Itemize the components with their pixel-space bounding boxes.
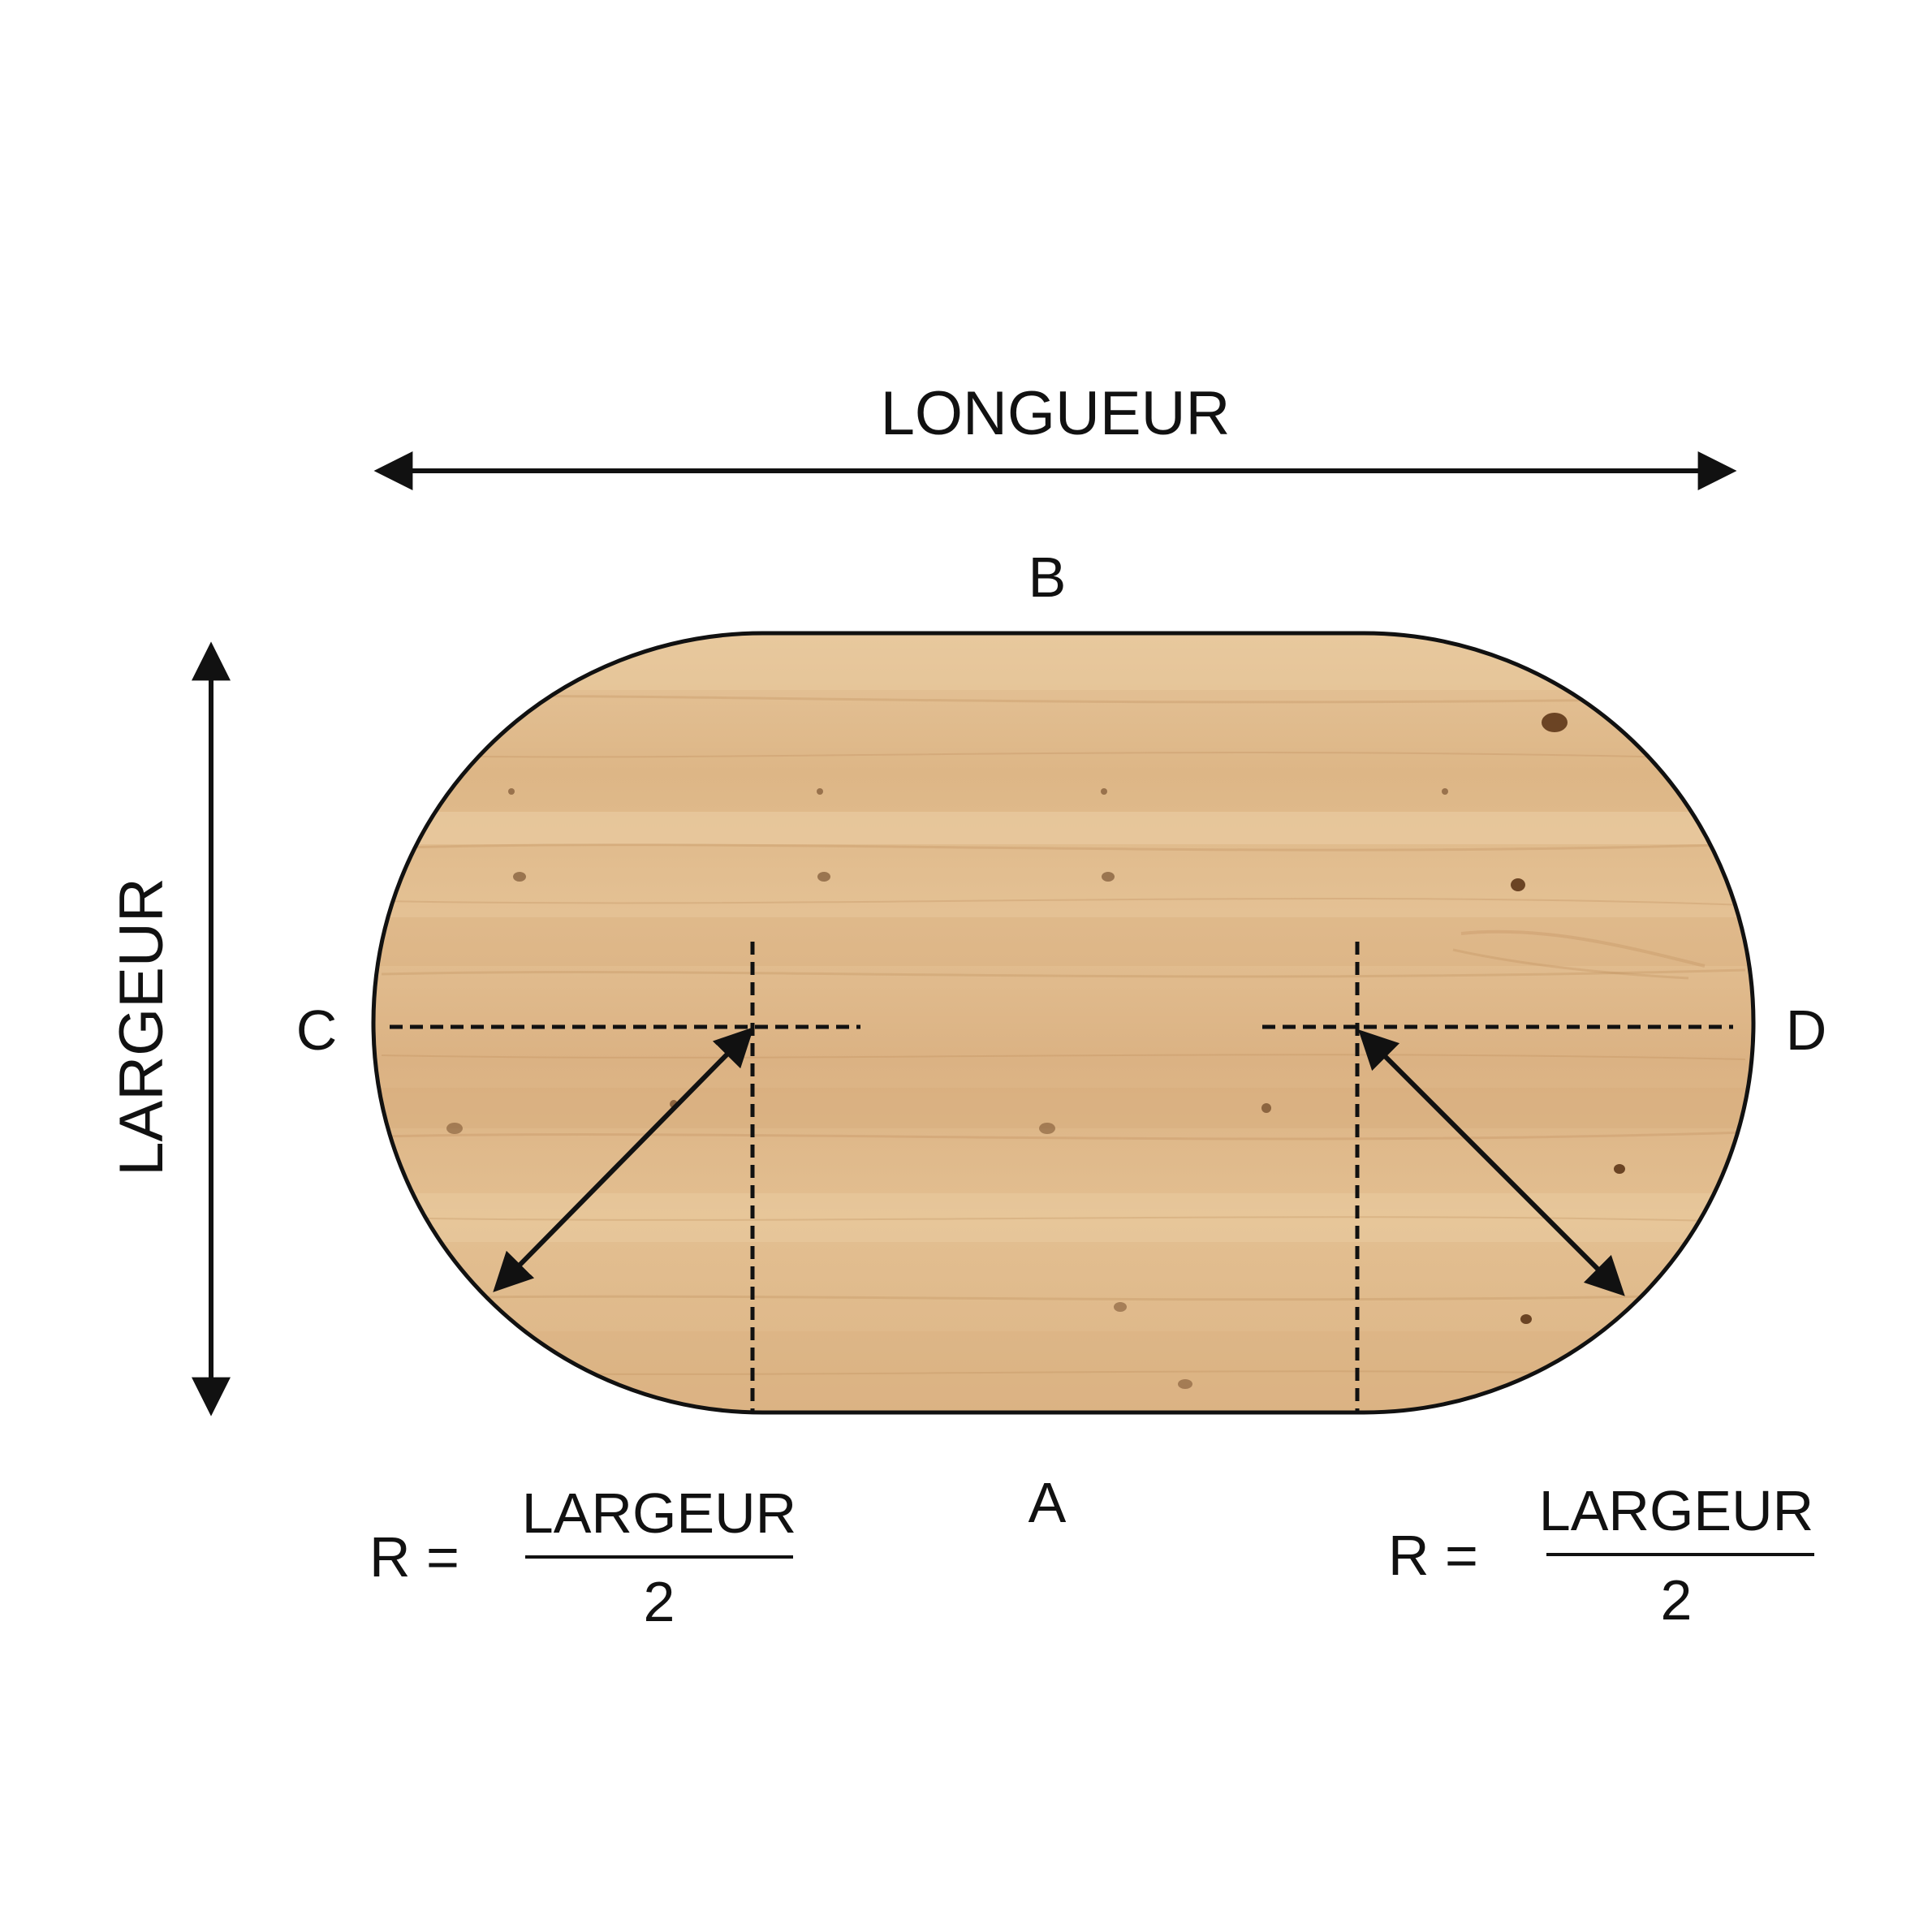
radius-arrow-right	[1358, 1029, 1625, 1296]
side-label-right: D	[1786, 998, 1827, 1062]
formula-numerator: LARGEUR	[1539, 1479, 1813, 1542]
side-label-left: C	[296, 998, 338, 1062]
formula-numerator: LARGEUR	[522, 1481, 796, 1545]
length-label: LONGUEUR	[881, 379, 1231, 448]
formula-lhs: R =	[369, 1525, 459, 1589]
radius-arrow-left	[493, 1027, 754, 1292]
table-top	[371, 631, 1756, 1415]
center-guides-right	[1262, 942, 1733, 1412]
side-label-bottom: A	[1029, 1471, 1067, 1534]
width-label: LARGEUR	[107, 878, 176, 1175]
radius-formula-left: R = LARGEUR 2	[369, 1481, 796, 1633]
radius-formula-right: R = LARGEUR 2	[1388, 1479, 1814, 1632]
table-outline	[371, 631, 1756, 1415]
formula-denominator: 2	[1661, 1568, 1693, 1632]
side-label-top: B	[1029, 546, 1067, 609]
formula-denominator: 2	[644, 1570, 675, 1633]
formula-lhs: R =	[1388, 1524, 1478, 1587]
